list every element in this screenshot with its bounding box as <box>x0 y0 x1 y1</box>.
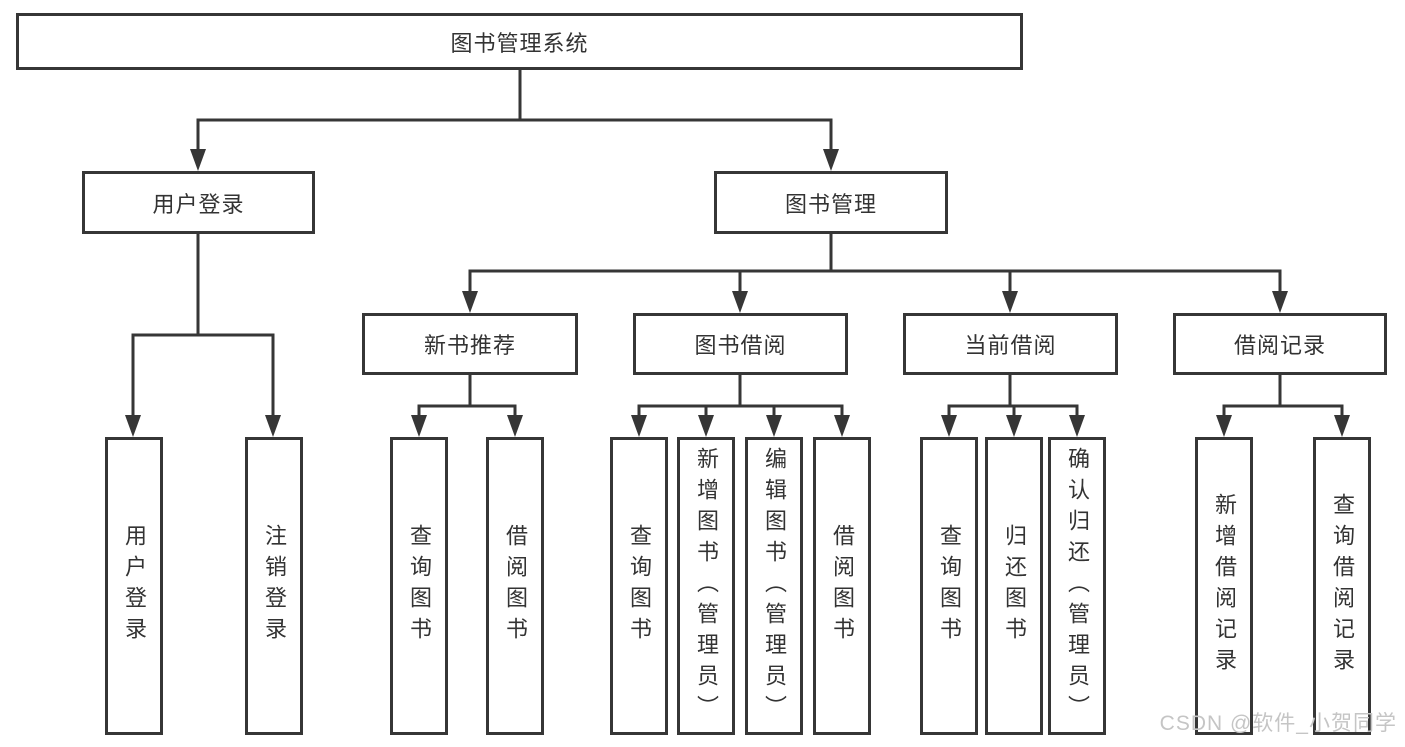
leaf-label: 编辑图书（管理员） <box>762 446 787 726</box>
node-book-borrowing: 图书借阅 <box>633 313 848 375</box>
node-library-management-system: 图书管理系统 <box>16 13 1023 70</box>
leaf-query-books-borrowing: 查询图书 <box>610 437 668 735</box>
leaf-edit-books-admin: 编辑图书（管理员） <box>745 437 803 735</box>
leaf-label: 归还图书 <box>1002 524 1027 648</box>
leaf-borrow-books-recommend: 借阅图书 <box>486 437 544 735</box>
leaf-label: 确认归还（管理员） <box>1065 446 1090 726</box>
leaf-borrow-books-borrowing: 借阅图书 <box>813 437 871 735</box>
leaf-query-books-recommend: 查询图书 <box>390 437 448 735</box>
node-new-book-recommend: 新书推荐 <box>362 313 578 375</box>
leaf-label: 借阅图书 <box>830 524 855 648</box>
leaf-label: 查询图书 <box>407 524 432 648</box>
leaf-label: 新增借阅记录 <box>1212 493 1237 679</box>
leaf-logout: 注销登录 <box>245 437 303 735</box>
node-label: 图书管理 <box>784 191 877 217</box>
node-label: 图书借阅 <box>694 333 787 358</box>
node-label: 图书管理系统 <box>450 30 589 56</box>
leaf-query-borrow-record: 查询借阅记录 <box>1313 437 1371 735</box>
node-borrowing-records: 借阅记录 <box>1173 313 1387 375</box>
leaf-label: 新增图书（管理员） <box>694 446 719 726</box>
leaf-label: 借阅图书 <box>503 524 528 648</box>
leaf-label: 注销登录 <box>262 524 287 648</box>
node-label: 新书推荐 <box>423 333 516 358</box>
leaf-return-books: 归还图书 <box>985 437 1043 735</box>
node-user-login: 用户登录 <box>82 171 315 234</box>
node-book-management: 图书管理 <box>714 171 948 234</box>
node-current-borrowing: 当前借阅 <box>903 313 1118 375</box>
leaf-user-login: 用户登录 <box>105 437 163 735</box>
node-label: 用户登录 <box>152 191 245 217</box>
leaf-label: 用户登录 <box>122 524 147 648</box>
leaf-query-books-current: 查询图书 <box>920 437 978 735</box>
node-label: 当前借阅 <box>964 333 1057 358</box>
csdn-watermark: CSDN @软件_小贺同学 <box>1159 712 1397 735</box>
leaf-add-books-admin: 新增图书（管理员） <box>677 437 735 735</box>
node-label: 借阅记录 <box>1233 333 1326 358</box>
leaf-label: 查询图书 <box>627 524 652 648</box>
leaf-label: 查询借阅记录 <box>1330 493 1355 679</box>
leaf-add-borrow-record: 新增借阅记录 <box>1195 437 1253 735</box>
leaf-label: 查询图书 <box>937 524 962 648</box>
leaf-confirm-return-admin: 确认归还（管理员） <box>1048 437 1106 735</box>
